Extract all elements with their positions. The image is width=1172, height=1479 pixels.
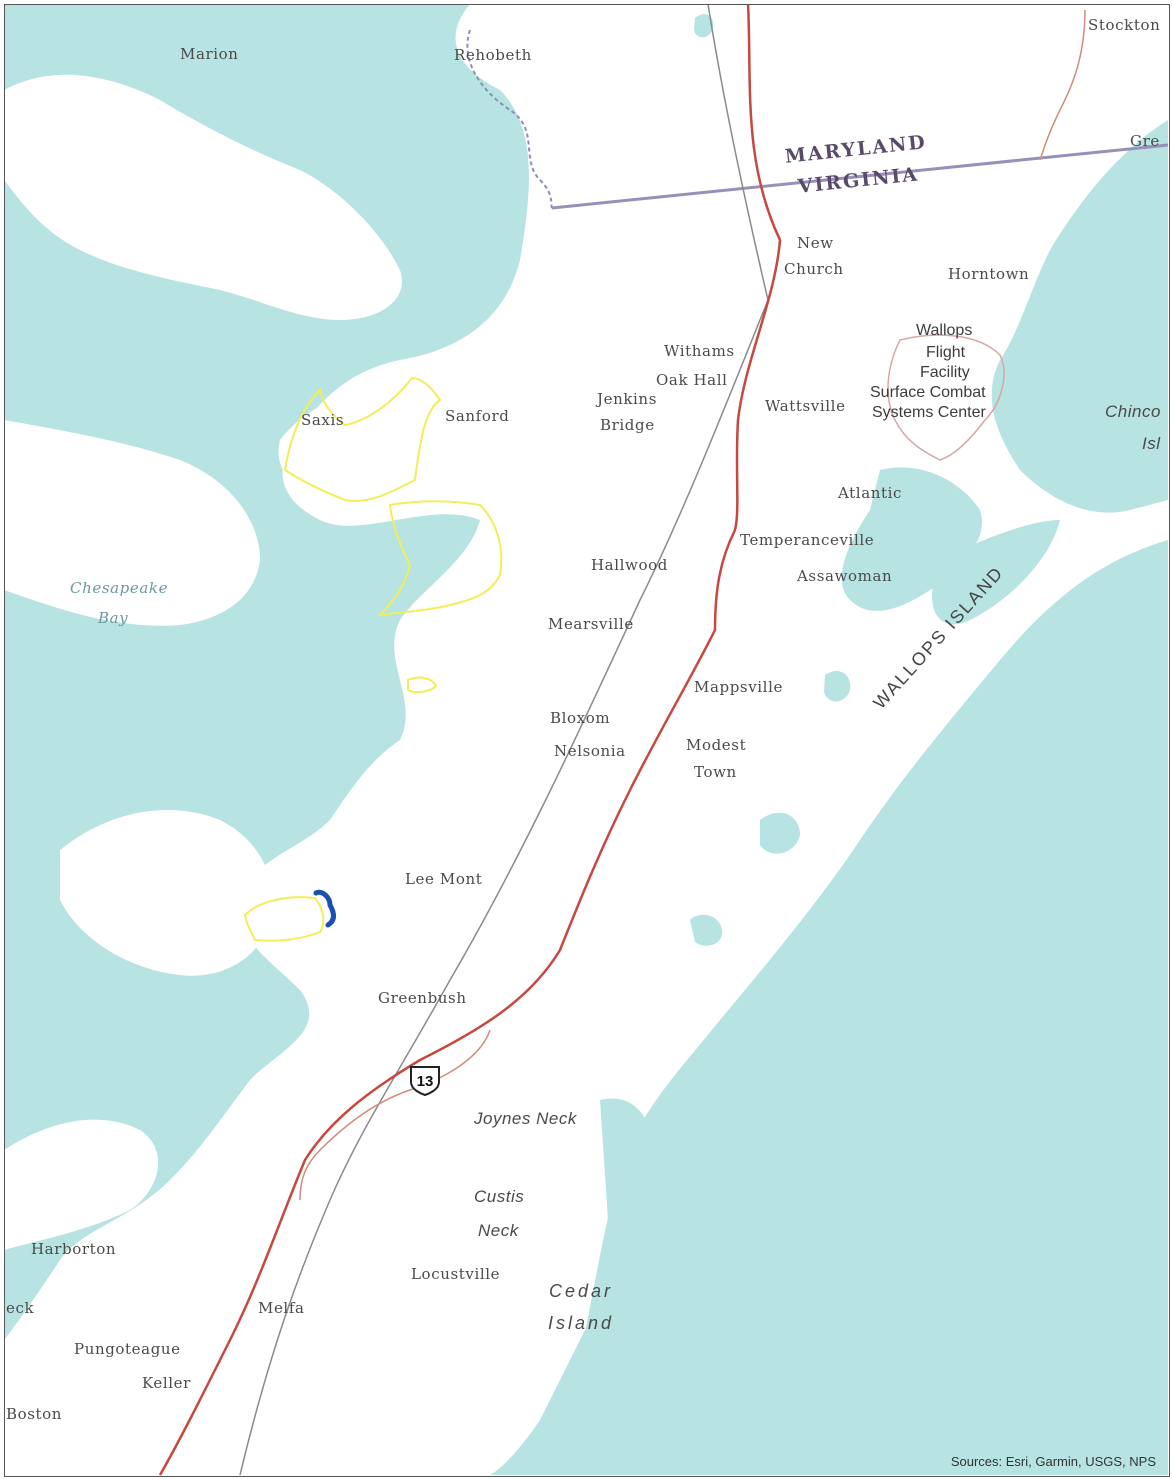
cedar-island-water (490, 1098, 653, 1475)
small-pond-3 (824, 670, 851, 702)
small-pond-2 (760, 812, 800, 854)
railroad-line (239, 3, 769, 1476)
place-label-hallwood: Hallwood (591, 556, 668, 574)
yellow-boundary-small (407, 676, 438, 694)
route-shield-number: 13 (417, 1073, 434, 1090)
place-label-lee-mont: Lee Mont (405, 870, 483, 888)
place-label-bridge: Bridge (600, 416, 655, 434)
map-attribution: Sources: Esri, Garmin, USGS, NPS (950, 1454, 1156, 1469)
place-label-new: New (797, 234, 834, 252)
blue-feature (313, 889, 336, 928)
place-label-harborton: Harborton (31, 1240, 117, 1258)
place-label-chinco: Chinco (1105, 402, 1161, 421)
place-label-temperanceville: Temperanceville (740, 531, 875, 549)
place-label-nelsonia: Nelsonia (554, 742, 626, 760)
place-label-town: Town (694, 763, 737, 781)
wallops-lagoon-water (931, 520, 1060, 625)
place-label-bloxom: Bloxom (550, 709, 611, 727)
place-label-isl: Isl (1142, 434, 1161, 453)
place-label-surface-combat-1: Surface Combat (870, 384, 986, 401)
place-label-saxis: Saxis (301, 411, 345, 429)
land-peninsula-north (4, 74, 402, 320)
place-label-marion: Marion (180, 45, 239, 63)
place-label-wattsville: Wattsville (765, 397, 846, 415)
place-label-mearsville: Mearsville (548, 615, 634, 633)
small-pond-1 (690, 914, 723, 946)
place-label-gre: Gre (1130, 132, 1160, 150)
chesapeake-bay-water (4, 4, 529, 1340)
place-label-cedar: Cedar (549, 1281, 614, 1301)
place-label-pungoteague: Pungoteague (74, 1340, 181, 1358)
place-label-oak-hall: Oak Hall (656, 371, 728, 389)
place-label-withams: Withams (664, 342, 735, 360)
nw-water (4, 4, 140, 70)
place-label-church: Church (784, 260, 844, 278)
place-label-stockton: Stockton (1088, 16, 1161, 34)
place-label-locustville: Locustville (411, 1265, 501, 1283)
place-label-surface-combat-2: Systems Center (872, 404, 986, 421)
place-label-island: Island (548, 1313, 615, 1333)
yellow-boundary-saxis (283, 376, 442, 502)
place-label-eck: eck (6, 1299, 35, 1317)
place-label-boston: Boston (6, 1405, 63, 1423)
place-label-rehobeth: Rehobeth (454, 46, 532, 64)
place-label-wallops-flight-2: Flight (926, 344, 966, 361)
maryland-virginia-border (551, 143, 1169, 210)
water-label-chesapeake: Chesapeake (70, 579, 169, 597)
us-route-13-highway (158, 3, 782, 1476)
yellow-boundary-leemont (243, 896, 325, 942)
place-label-sanford: Sanford (445, 407, 510, 425)
small-pond-4 (694, 14, 714, 38)
place-label-wallops-flight-3: Facility (920, 364, 970, 381)
chincoteague-bay-water (991, 120, 1168, 513)
place-label-melfa: Melfa (258, 1299, 305, 1317)
water-label-bay: Bay (98, 609, 129, 627)
place-label-keller: Keller (142, 1374, 191, 1392)
place-label-mappsville: Mappsville (694, 678, 783, 696)
place-label-jenkins: Jenkins (597, 390, 657, 408)
place-label-horntown: Horntown (948, 265, 1030, 283)
business-route (299, 1029, 491, 1201)
yellow-boundary-sanford (377, 500, 503, 617)
place-label-custis: Custis (474, 1187, 525, 1206)
place-label-atlantic: Atlantic (838, 484, 903, 502)
place-label-joynes-neck: Joynes Neck (474, 1109, 577, 1128)
county-boundary-rehobeth (466, 29, 553, 209)
place-label-assawoman: Assawoman (797, 567, 893, 585)
place-label-modest: Modest (686, 736, 747, 754)
place-label-wallops-flight-1: Wallops (916, 322, 973, 339)
county-road-stockton (1039, 9, 1086, 161)
land-peninsula-saxis (278, 384, 440, 502)
atlantic-ocean-water (560, 540, 1168, 1475)
us-route-13-shield: 13 (410, 1066, 440, 1096)
place-label-greenbush: Greenbush (378, 989, 467, 1007)
place-label-neck: Neck (478, 1221, 519, 1240)
land-harborton (4, 1119, 159, 1250)
wallops-facility-boundary (887, 334, 1005, 461)
land-peninsula-west (4, 420, 260, 626)
land-peninsula-south (60, 810, 273, 976)
